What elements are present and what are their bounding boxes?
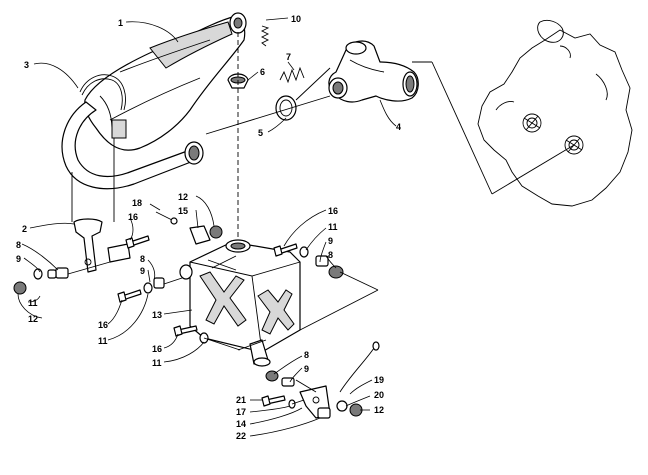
callout-5: 5 [258,128,263,138]
muffler [61,12,247,190]
callout-9-bottom: 9 [304,364,309,374]
callout-17: 17 [236,407,246,417]
callout-12-bottom: 12 [374,405,384,415]
callout-11-lower: 11 [152,358,162,368]
exhaust-spring [279,66,305,84]
engine-outline [477,19,633,207]
callout-11-left: 11 [28,298,38,308]
exhaust-manifold [328,40,419,103]
callout-16-right: 16 [328,206,338,216]
fasteners [13,211,380,419]
callout-1: 1 [118,18,123,28]
callout-15: 15 [178,206,188,216]
callout-19: 19 [374,375,384,385]
callout-22: 22 [236,431,246,441]
callout-21: 21 [236,395,246,405]
callout-8-mid: 8 [140,254,145,264]
callout-10: 10 [291,14,301,24]
callout-12-left: 12 [28,314,38,324]
spring [260,25,270,47]
muffler-bracket [73,218,131,273]
callout-8-bottom: 8 [304,350,309,360]
callout-7: 7 [286,52,291,62]
callout-labels: 1 10 3 6 7 5 4 2 8 9 11 12 18 12 15 16 8… [16,14,401,441]
callout-8-left: 8 [16,240,21,250]
callout-9-left: 9 [16,254,21,264]
assembly-lines [67,32,575,405]
callout-2: 2 [22,224,27,234]
leader-lines [17,17,397,437]
callout-12-top: 12 [178,192,188,202]
callout-9-right: 9 [328,236,333,246]
callout-3: 3 [24,60,29,70]
callout-11-mid-left: 11 [98,336,108,346]
callout-20: 20 [374,390,384,400]
seal-ring [275,95,297,121]
callout-14: 14 [236,419,246,429]
callout-9-mid: 9 [140,266,145,276]
callout-16-top-left: 16 [128,212,138,222]
callout-16-mid-left: 16 [98,320,108,330]
callout-16-lower: 16 [152,344,162,354]
callout-6: 6 [260,67,265,77]
callout-13: 13 [152,310,162,320]
callout-4: 4 [396,122,401,132]
spring-clamp [79,74,126,111]
callout-18: 18 [132,198,142,208]
callout-11-right: 11 [328,222,338,232]
silencer-box [189,239,301,367]
callout-8-right: 8 [328,250,333,260]
bracket [189,225,211,245]
